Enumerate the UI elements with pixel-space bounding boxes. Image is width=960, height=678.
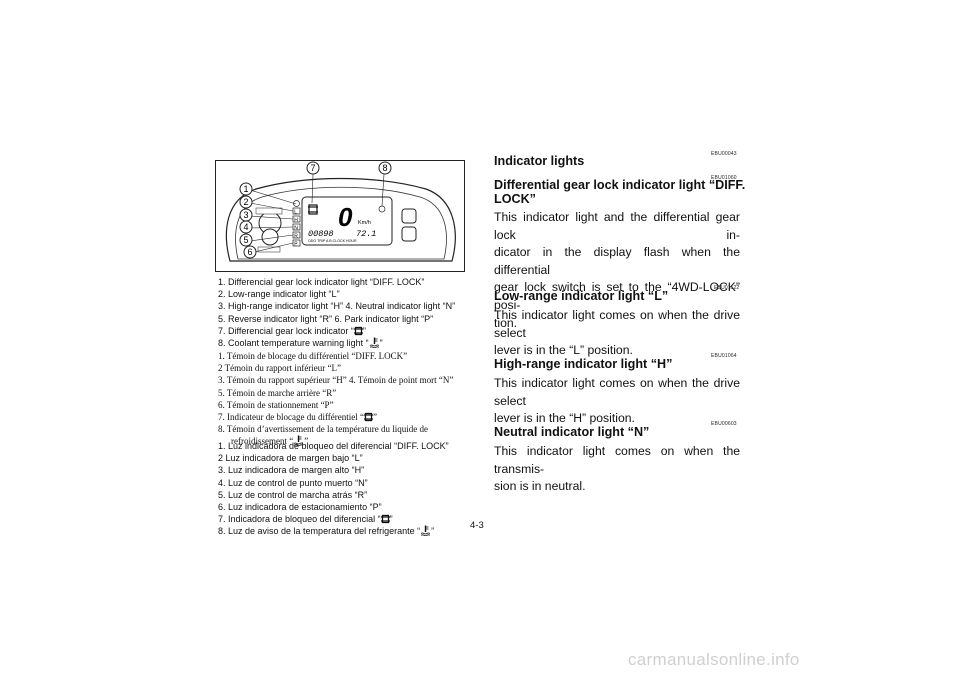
callout-8: 8 — [382, 163, 387, 173]
caption-es-8-close: ” — [431, 526, 435, 537]
caption-en-5-close: ” — [362, 325, 366, 336]
speed-readout: 0 — [338, 202, 353, 232]
caption-en-1: 1. Differencial gear lock indicator ligh… — [218, 277, 425, 287]
section-title-diff-lock: Differential gear lock indicator light “… — [494, 178, 746, 206]
caption-es-8-text: 8. Luz de aviso de la temperatura del re… — [218, 526, 421, 537]
section-body-high-range: This indicator light comes on when the d… — [494, 376, 740, 426]
section-title-neutral: Neutral indicator light “N” — [494, 425, 650, 439]
page-number: 4-3 — [470, 520, 484, 531]
lamp-r-label: R — [294, 233, 298, 239]
watermark: carmanualsonline.info — [628, 650, 800, 669]
lamp-p-label: P — [294, 241, 298, 247]
lamp-n-label: N — [294, 225, 298, 231]
caption-list-english: 1. Differencial gear lock indicator ligh… — [218, 276, 470, 349]
section-code-5: EBU00603 — [711, 421, 737, 427]
speed-unit: Km/h — [358, 220, 371, 226]
callout-7: 7 — [310, 163, 315, 173]
caption-es-4: 4. Luz de control de punto muerto “N” — [218, 477, 368, 488]
caption-fr-6-text: 7. Indicateur de blocage du différentiel… — [218, 412, 365, 423]
trip-readout: 72.1 — [356, 229, 376, 239]
caption-fr-5: 6. Témoin de stationnement “P” — [218, 399, 334, 410]
caption-list-french: 1. Témoin de blocage du différentiel “DI… — [218, 350, 470, 448]
section-body-low-range: This indicator light comes on when the d… — [494, 308, 740, 358]
callout-1: 1 — [243, 184, 248, 194]
section-title-high-range: High-range indicator light “H” — [494, 357, 673, 371]
caption-fr-2: 2 Témoin du rapport inférieur “L” — [218, 363, 342, 374]
caption-fr-6-close: ” — [373, 412, 378, 423]
caption-fr-8-text: refroidissement “ — [231, 436, 294, 447]
caption-es-8: 8. Luz de aviso de la temperatura del re… — [218, 525, 470, 537]
callout-4: 4 — [243, 222, 248, 232]
section-title-indicator-lights: Indicator lights — [494, 154, 585, 168]
callout-3: 3 — [243, 210, 248, 220]
diff-lock-icon — [380, 515, 390, 524]
coolant-lamp-icon — [378, 205, 386, 213]
section-title-low-range: Low-range indicator light “L” — [494, 289, 669, 303]
caption-es-3: 3. Luz indicadora de margen alto “H” — [218, 465, 365, 476]
caption-en-6-text: 8. Coolant temperature warning light “ — [218, 338, 369, 349]
callout-6: 6 — [247, 247, 252, 257]
odometer-readout: 00898 — [308, 229, 334, 239]
section-body-diff-lock: This indicator light and the differentia… — [494, 210, 740, 330]
indicator-lamp-column: L H N R P — [292, 200, 301, 247]
caption-en-6-close: ” — [379, 338, 383, 349]
caption-es-7-close: ” — [389, 514, 393, 525]
caption-fr-1: 1. Témoin de blocage du différentiel “DI… — [218, 351, 408, 361]
caption-en-2: 2. Low-range indicator light “L” — [218, 289, 340, 300]
lamp-l-label: L — [294, 209, 297, 215]
caption-es-6: 6. Luz indicadora de estacionamiento “P” — [218, 502, 382, 513]
caption-fr-6: 7. Indicateur de blocage du différentiel… — [218, 411, 470, 423]
callout-2: 2 — [243, 197, 248, 207]
mode-labels: ODO TRIP A B CLOCK HOUR — [308, 239, 357, 243]
section-title-diff-lock-line-1: Differential gear lock indicator light “… — [494, 178, 746, 192]
caption-fr-8-close: ” — [304, 436, 309, 447]
caption-en-3: 3. High-range indicator light “H” 4. Neu… — [218, 301, 456, 312]
caption-fr-4: 5. Témoin de marche arrière “R” — [218, 387, 337, 398]
section-body-neutral: This indicator light comes on when the t… — [494, 444, 740, 494]
section-code-3: EBU01122 — [714, 285, 740, 291]
caption-fr-7: 8. Témoin d’avertissement de la températ… — [218, 424, 429, 435]
section-code-2: EBU01060 — [711, 175, 737, 181]
caption-fr-3: 3. Témoin du rapport supérieur “H” 4. Té… — [218, 375, 454, 386]
caption-es-7-text: 7. Indicadora de bloqueo del diferencial… — [218, 514, 381, 525]
lamp-h-label: H — [294, 217, 298, 223]
diff-lock-display-icon — [308, 204, 318, 215]
coolant-temperature-icon — [294, 435, 304, 447]
coolant-temperature-icon — [369, 337, 379, 349]
instrument-cluster-illustration: L H N R P 0 Km/h 00898 72.1 ODO TRIP A B… — [225, 161, 456, 262]
instrument-panel-figure: L H N R P 0 Km/h 00898 72.1 ODO TRIP A B… — [215, 160, 465, 272]
section-code-4: EBU01064 — [711, 353, 737, 359]
caption-es-1: 1. Luz indicadora de bloqueo del diferen… — [218, 441, 449, 451]
caption-en-5: 7. Differencial gear lock indicator “ ” — [218, 325, 470, 337]
section-title-diff-lock-line-2: LOCK” — [494, 192, 536, 206]
caption-es-2: 2 Luz indicadora de margen bajo “L” — [218, 453, 363, 464]
caption-en-4: 5. Reverse indicator light “R” 6. Park i… — [218, 313, 434, 324]
callout-5: 5 — [243, 235, 248, 245]
caption-es-5: 5. Luz de control de marcha atrás “R” — [218, 489, 368, 500]
diff-lock-icon — [353, 326, 363, 335]
caption-list-spanish: 1. Luz indicadora de bloqueo del diferen… — [218, 440, 470, 538]
caption-es-7: 7. Indicadora de bloqueo del diferencial… — [218, 513, 470, 525]
section-code-1: EBU00043 — [711, 151, 737, 157]
coolant-temperature-icon — [420, 525, 431, 537]
caption-en-6: 8. Coolant temperature warning light “ ” — [218, 337, 470, 349]
caption-fr-8: refroidissement “ ” — [218, 435, 470, 447]
caption-en-5-text: 7. Differencial gear lock indicator “ — [218, 325, 354, 336]
diff-lock-icon — [364, 412, 374, 422]
